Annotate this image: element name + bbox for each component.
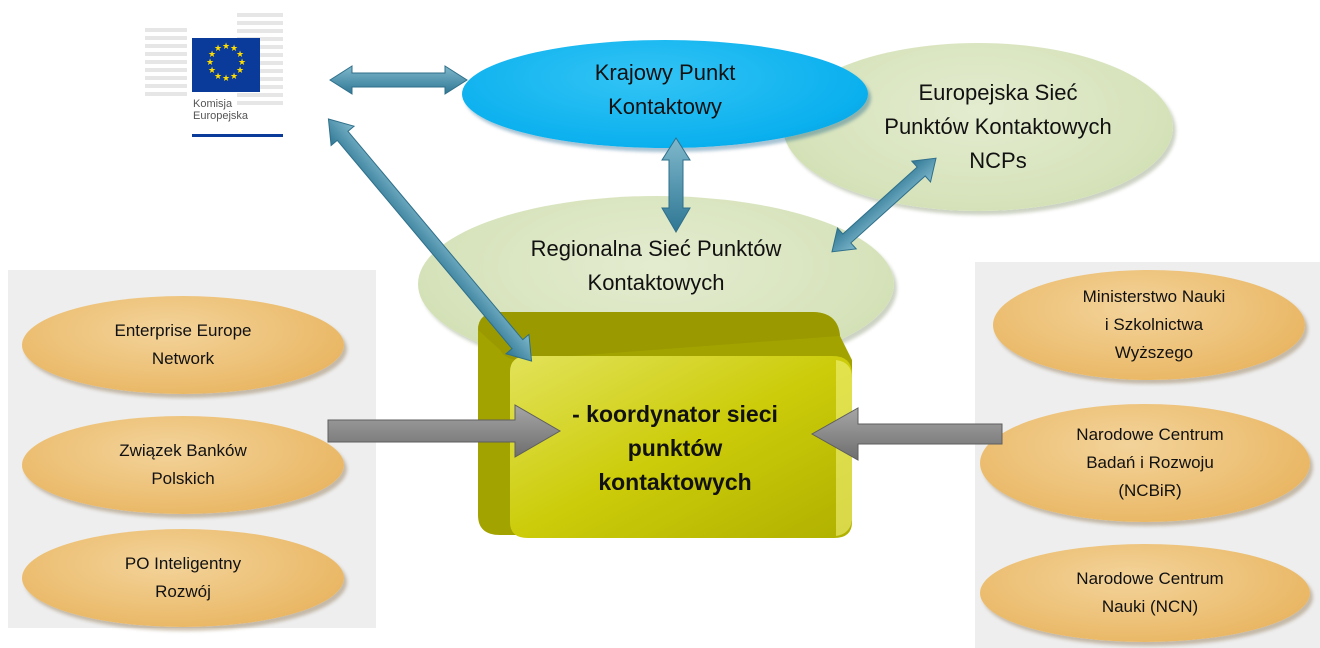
coordinator-label: - koordynator sieci punktów kontaktowych [572, 400, 778, 495]
svg-text:★: ★ [222, 74, 230, 84]
svg-text:★: ★ [214, 72, 222, 82]
node-regionalna-siec-label: Regionalna Sieć Punktów Kontaktowych [530, 236, 782, 295]
node-enterprise-europe-network: Enterprise Europe Network [22, 296, 344, 394]
svg-text:★: ★ [238, 58, 246, 68]
arrow-left-panel-coordinator [327, 404, 561, 458]
node-enterprise-europe-network-label: Enterprise Europe Network [114, 321, 252, 368]
node-zwiazek-bankow-label: Związek Banków Polskich [119, 441, 247, 488]
node-krajowy-punkt-label: Krajowy Punkt Kontaktowy [594, 60, 736, 119]
svg-text:★: ★ [214, 44, 222, 54]
node-po-inteligentny-rozwoj-label: PO Inteligentny Rozwój [124, 554, 242, 601]
svg-text:★: ★ [230, 72, 238, 82]
arrow-right-panel-coordinator [810, 407, 1003, 461]
arrow-krajowy-regionalna [661, 137, 691, 233]
logo-label: Komisja Europejska [193, 98, 249, 122]
svg-text:★: ★ [208, 50, 216, 60]
node-zwiazek-bankow: Związek Banków Polskich [22, 416, 344, 514]
node-ncn: Narodowe Centrum Nauki (NCN) [980, 544, 1310, 642]
node-krajowy-punkt: Krajowy Punkt Kontaktowy [462, 40, 868, 148]
node-europejska-siec-label: Europejska Sieć Punktów Kontaktowych NCP… [884, 80, 1112, 173]
node-ncbir: Narodowe Centrum Badań i Rozwoju (NCBiR) [980, 404, 1310, 522]
node-ministerstwo-nauki-label: Ministerstwo Nauki i Szkolnictwa Wyższeg… [1082, 287, 1226, 362]
svg-text:★: ★ [206, 58, 214, 68]
node-po-inteligentny-rozwoj: PO Inteligentny Rozwój [22, 529, 344, 627]
arrow-europejska-regionalna [831, 157, 937, 253]
svg-text:★: ★ [230, 44, 238, 54]
node-ncbir-label: Narodowe Centrum Badań i Rozwoju (NCBiR) [1076, 425, 1224, 500]
svg-text:★: ★ [222, 42, 230, 52]
arrow-logo-krajowy [329, 65, 468, 95]
node-ncn-label: Narodowe Centrum Nauki (NCN) [1076, 569, 1224, 616]
svg-text:★: ★ [208, 66, 216, 76]
arrow-logo-coordinator [327, 118, 533, 362]
node-ministerstwo-nauki: Ministerstwo Nauki i Szkolnictwa Wyższeg… [993, 270, 1305, 380]
svg-text:★: ★ [236, 66, 244, 76]
svg-text:★: ★ [236, 50, 244, 60]
european-commission-logo: ★★★ ★★★ ★★★ ★★★ [145, 8, 283, 138]
